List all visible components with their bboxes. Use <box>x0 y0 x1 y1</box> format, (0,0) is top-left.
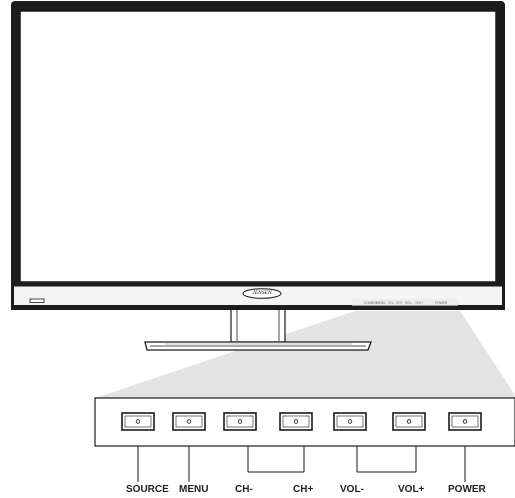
button-chplus[interactable] <box>279 412 313 431</box>
button-label: MENU <box>179 484 209 495</box>
button-label: SOURCE <box>126 484 169 495</box>
button-label: VOL+ <box>398 484 425 495</box>
callout-wedge <box>95 311 515 398</box>
logo-text: JENSEN <box>252 290 272 296</box>
bezel-button-strip <box>352 299 458 306</box>
button-power[interactable] <box>448 412 482 431</box>
button-menu[interactable] <box>172 412 206 431</box>
standby-indicator <box>29 298 45 303</box>
stand-neck <box>230 308 286 343</box>
button-dot-icon <box>186 419 192 424</box>
button-dot-icon <box>293 419 299 424</box>
button-label: CH- <box>235 484 253 495</box>
bezel-mini-label: SOURCE <box>364 301 378 305</box>
button-label: VOL- <box>340 484 364 495</box>
button-dot-icon <box>462 419 468 424</box>
bezel-mini-label: VOL+ <box>415 301 424 305</box>
jensen-logo <box>242 288 282 299</box>
bezel-mini-label: CH+ <box>396 301 403 305</box>
button-dot-icon <box>237 419 243 424</box>
bezel-mini-label: VOL- <box>405 301 413 305</box>
button-dot-icon <box>347 419 353 424</box>
bezel-mini-label: POWER <box>435 301 448 305</box>
tv-screen <box>19 10 497 283</box>
button-volminus[interactable] <box>333 412 367 431</box>
button-label: POWER <box>448 484 486 495</box>
button-dot-icon <box>135 419 141 424</box>
button-source[interactable] <box>121 412 155 431</box>
button-label: CH+ <box>293 484 314 495</box>
bezel-mini-label: CH- <box>388 301 394 305</box>
button-dot-icon <box>406 419 412 424</box>
button-chminus[interactable] <box>223 412 257 431</box>
button-volplus[interactable] <box>392 412 426 431</box>
bezel-mini-label: MENU <box>376 301 386 305</box>
